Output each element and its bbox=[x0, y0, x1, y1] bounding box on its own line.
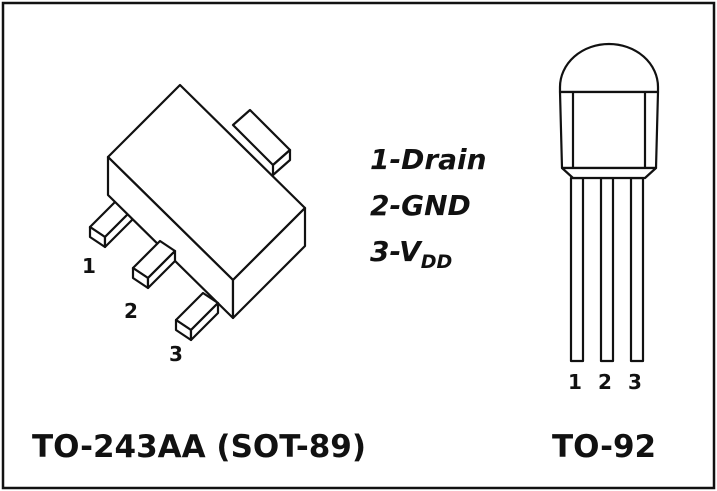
legend-pin-1: 1-Drain bbox=[370, 143, 487, 176]
to92-pin-label-3: 3 bbox=[628, 370, 642, 394]
to92-lead-2 bbox=[599, 176, 615, 363]
sot89-pin-label-3: 3 bbox=[169, 342, 183, 366]
to92-body-bottom bbox=[560, 166, 658, 180]
sot89-body bbox=[106, 83, 307, 320]
sot89-top-tab bbox=[231, 108, 292, 177]
to92-body-face bbox=[558, 90, 660, 170]
to92-pin-label-2: 2 bbox=[598, 370, 612, 394]
sot89-package bbox=[88, 83, 307, 342]
to92-package bbox=[558, 42, 660, 363]
sot89-pin-label-1: 1 bbox=[82, 254, 96, 278]
to92-lead-1 bbox=[569, 176, 585, 363]
legend-pin-3: 3-VDD bbox=[370, 235, 452, 273]
to92-lead-3 bbox=[629, 176, 645, 363]
to92-pin-label-1: 1 bbox=[568, 370, 582, 394]
legend-pin-3-subscript: DD bbox=[421, 251, 453, 273]
sot89-caption: TO-243AA (SOT-89) bbox=[32, 429, 366, 465]
legend-pin-2: 2-GND bbox=[370, 189, 471, 222]
to92-caption: TO-92 bbox=[552, 429, 656, 465]
legend-pin-3-prefix: 3-V bbox=[370, 235, 423, 268]
sot89-pin-2 bbox=[131, 239, 177, 290]
sot89-pin-label-2: 2 bbox=[124, 299, 138, 323]
to92-dome bbox=[558, 42, 660, 94]
sot89-pin-3 bbox=[174, 291, 220, 342]
